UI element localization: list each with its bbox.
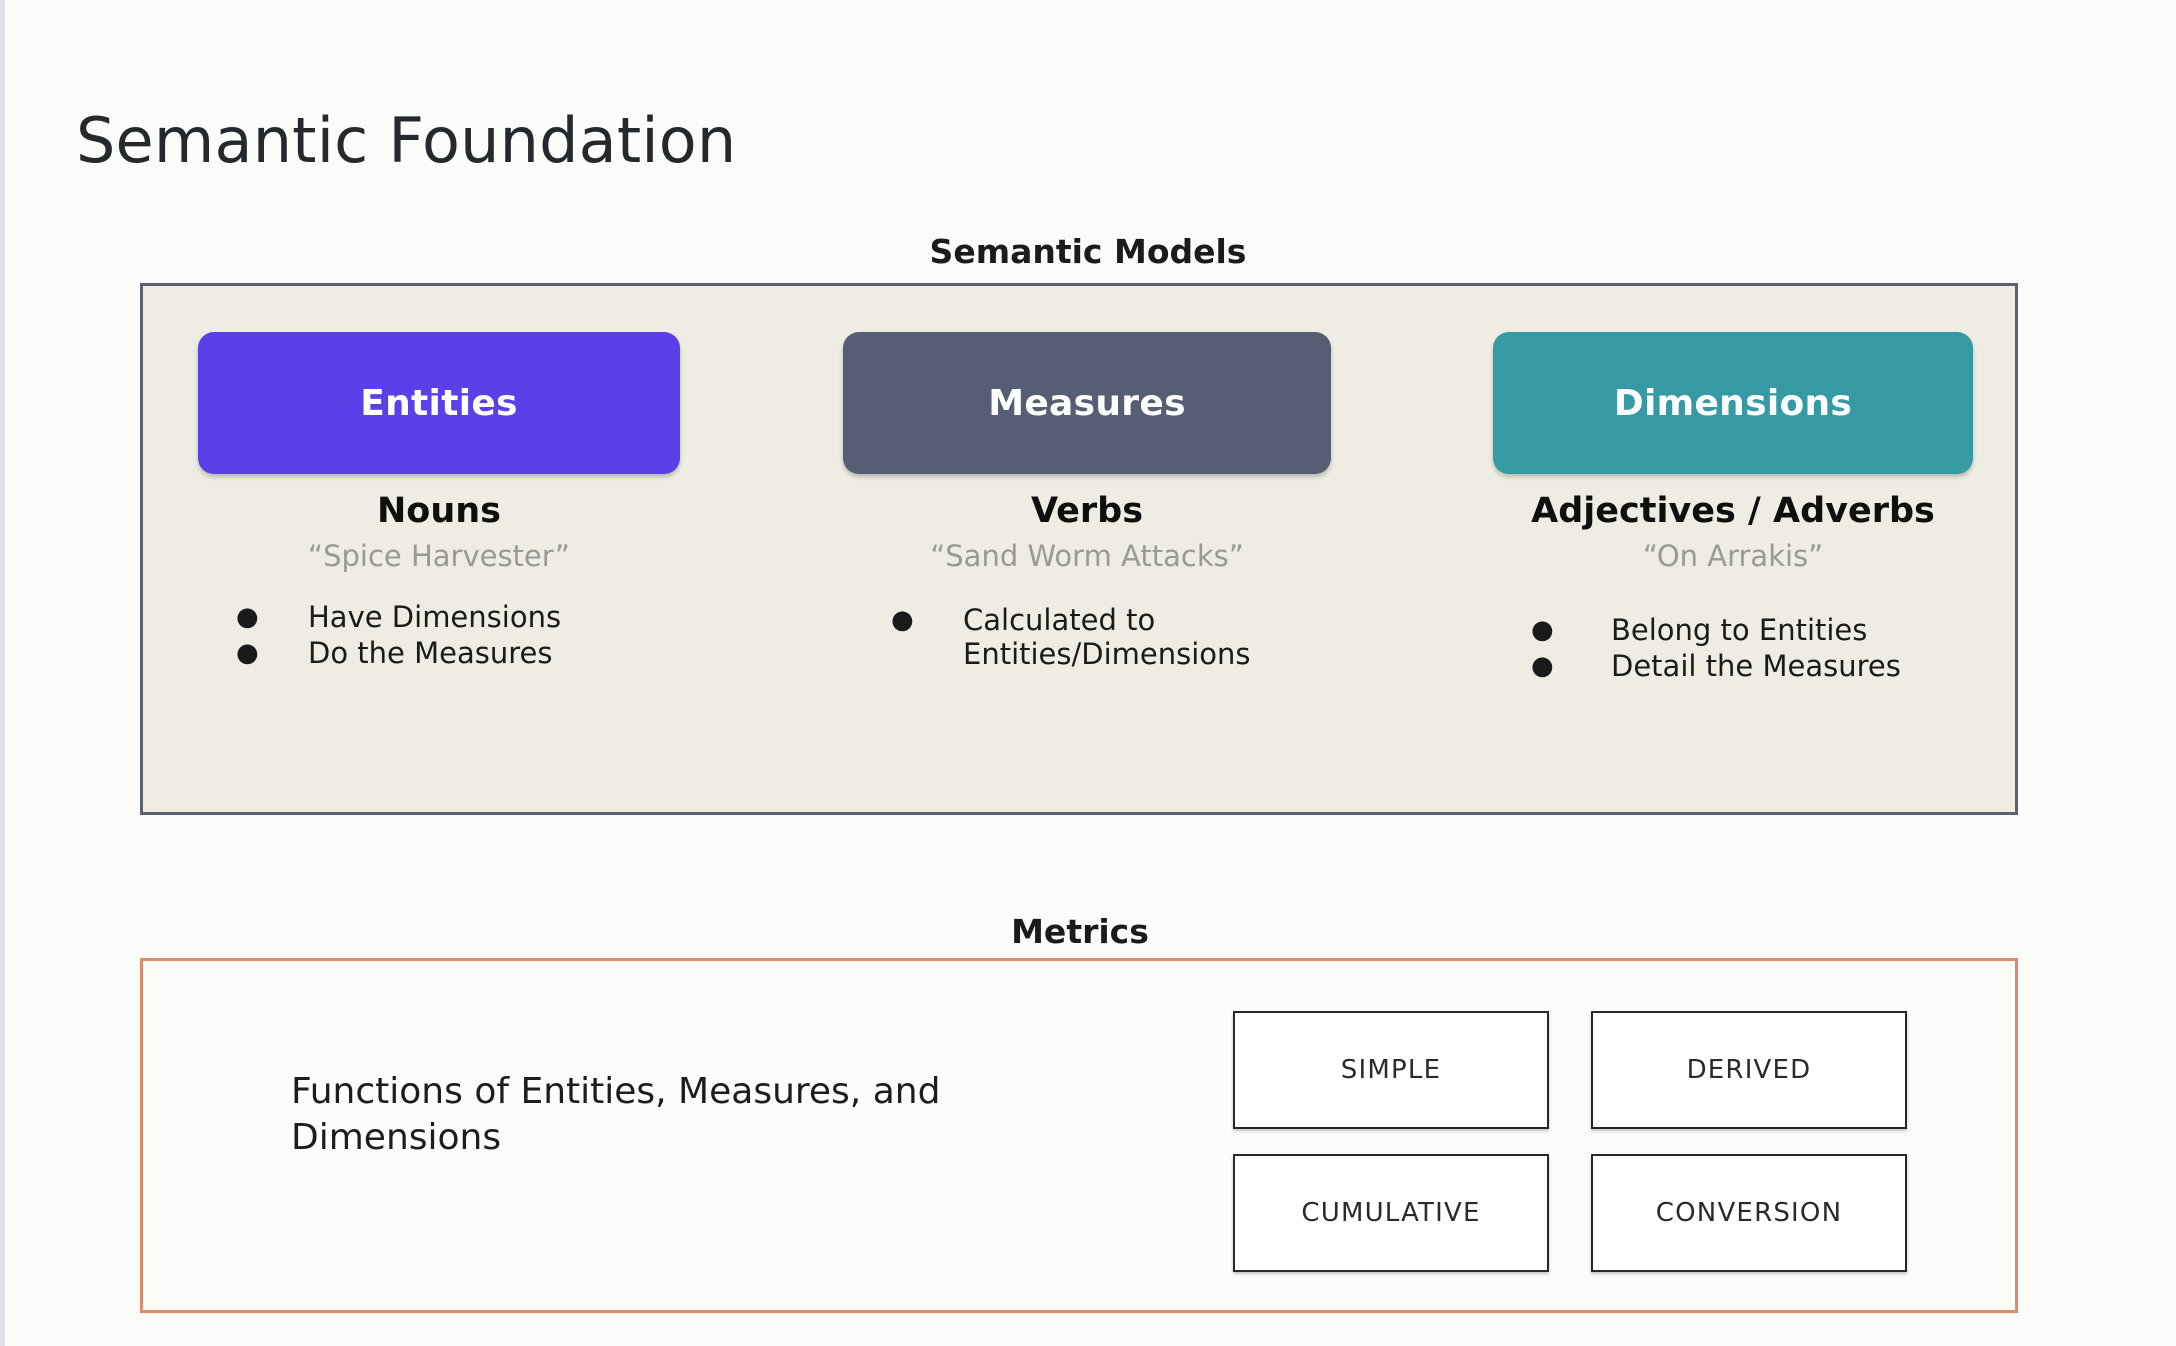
metrics-description: Functions of Entities, Measures, and Dim… bbox=[291, 1071, 941, 1159]
measures-chip-label: Measures bbox=[988, 382, 1186, 424]
entities-part-of-speech: Nouns bbox=[376, 491, 501, 531]
list-item: ● Belong to Entities bbox=[1531, 613, 2011, 648]
semantic-column-measures: Measures Verbs “Sand Worm Attacks” ● Cal… bbox=[843, 286, 1331, 812]
dimensions-bullet-list: ● Belong to Entities ● Detail the Measur… bbox=[1493, 613, 2011, 686]
list-item: ● Do the Measures bbox=[236, 635, 718, 671]
metrics-caption: Metrics bbox=[1011, 912, 1149, 951]
entities-example: “Spice Harvester” bbox=[308, 539, 570, 573]
left-edge-strip bbox=[0, 0, 5, 1346]
metric-card-label: SIMPLE bbox=[1340, 1055, 1442, 1085]
semantic-models-caption: Semantic Models bbox=[929, 232, 1247, 271]
page-title: Semantic Foundation bbox=[76, 103, 737, 177]
bullet-icon: ● bbox=[1531, 615, 1554, 645]
dimensions-part-of-speech: Adjectives / Adverbs bbox=[1531, 491, 1935, 531]
dimensions-chip[interactable]: Dimensions bbox=[1493, 332, 1973, 474]
metrics-card-grid: SIMPLE DERIVED CUMULATIVE CONVERSION bbox=[1233, 1011, 1933, 1272]
bullet-icon: ● bbox=[891, 605, 914, 635]
measures-chip[interactable]: Measures bbox=[843, 332, 1331, 474]
metric-card-conversion[interactable]: CONVERSION bbox=[1591, 1154, 1907, 1272]
entities-chip-label: Entities bbox=[360, 382, 518, 424]
measures-bullet-list: ● Calculated to Entities/Dimensions bbox=[843, 603, 1379, 674]
list-item: ● Calculated to Entities/Dimensions bbox=[891, 603, 1379, 672]
bullet-icon: ● bbox=[236, 602, 259, 632]
metric-card-simple[interactable]: SIMPLE bbox=[1233, 1011, 1549, 1129]
semantic-column-entities: Entities Nouns “Spice Harvester” ● Have … bbox=[198, 286, 680, 812]
list-item-label: Belong to Entities bbox=[1611, 613, 1868, 647]
metric-card-label: CUMULATIVE bbox=[1301, 1198, 1481, 1228]
list-item: ● Detail the Measures bbox=[1531, 648, 2011, 684]
dimensions-example: “On Arrakis” bbox=[1642, 539, 1824, 573]
bullet-icon: ● bbox=[236, 637, 259, 668]
list-item-label: Calculated to Entities/Dimensions bbox=[963, 603, 1251, 671]
bullet-icon: ● bbox=[1531, 650, 1554, 681]
measures-example: “Sand Worm Attacks” bbox=[930, 539, 1244, 573]
entities-bullet-list: ● Have Dimensions ● Do the Measures bbox=[198, 600, 718, 673]
metric-card-cumulative[interactable]: CUMULATIVE bbox=[1233, 1154, 1549, 1272]
list-item-label: Have Dimensions bbox=[308, 600, 562, 634]
list-item-label: Detail the Measures bbox=[1611, 648, 1901, 683]
metric-card-label: CONVERSION bbox=[1655, 1198, 1843, 1228]
measures-part-of-speech: Verbs bbox=[1030, 491, 1144, 531]
metric-card-derived[interactable]: DERIVED bbox=[1591, 1011, 1907, 1129]
list-item: ● Have Dimensions bbox=[236, 600, 718, 635]
semantic-column-dimensions: Dimensions Adjectives / Adverbs “On Arra… bbox=[1493, 286, 1973, 812]
metrics-panel: Functions of Entities, Measures, and Dim… bbox=[140, 958, 2018, 1313]
dimensions-chip-label: Dimensions bbox=[1613, 382, 1853, 424]
list-item-label: Do the Measures bbox=[308, 635, 553, 670]
semantic-models-panel: Entities Nouns “Spice Harvester” ● Have … bbox=[140, 283, 2018, 815]
entities-chip[interactable]: Entities bbox=[198, 332, 680, 474]
metric-card-label: DERIVED bbox=[1686, 1055, 1812, 1085]
